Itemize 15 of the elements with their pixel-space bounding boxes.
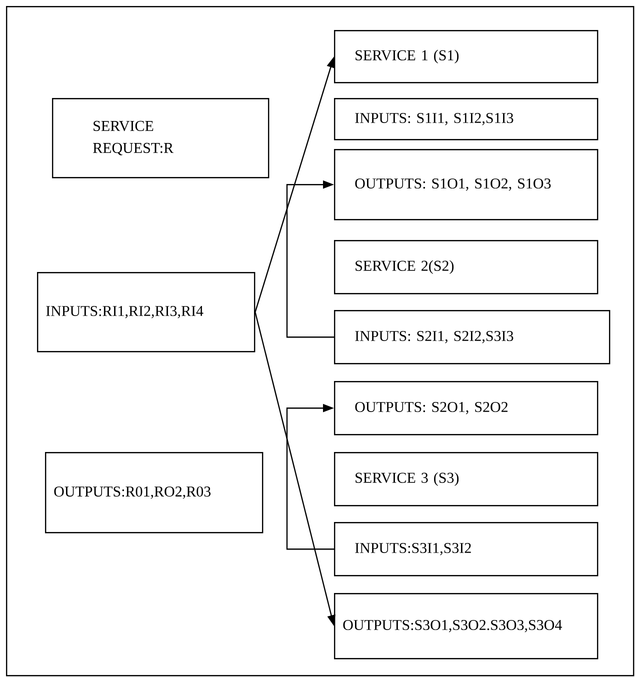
- text-box: INPUTS: S2I1, S2I2,S3I3: [334, 310, 610, 364]
- text-box: SERVICE 3 (S3): [334, 452, 598, 506]
- text-box: OUTPUTS:R01,RO2,R03: [45, 452, 264, 534]
- text-box: SERVICE REQUEST:R: [52, 98, 270, 178]
- text-box: INPUTS: S1I1, S1I2,S1I3: [334, 98, 598, 140]
- text-box: INPUTS:RI1,RI2,RI3,RI4: [37, 272, 256, 352]
- frame-border: [6, 6, 634, 676]
- text-box: SERVICE 2(S2): [334, 240, 598, 294]
- text-box: SERVICE 1 (S1): [334, 30, 598, 84]
- arrow: [286, 404, 334, 550]
- text-box: OUTPUTS:S3O1,S3O2.S3O3,S3O4: [334, 593, 598, 660]
- text-box: INPUTS:S3I1,S3I2: [334, 522, 598, 576]
- text-box: OUTPUTS: S2O1, S2O2: [334, 381, 598, 436]
- text-box: OUTPUTS: S1O1, S1O2, S1O3: [334, 149, 598, 220]
- arrow: [286, 180, 334, 338]
